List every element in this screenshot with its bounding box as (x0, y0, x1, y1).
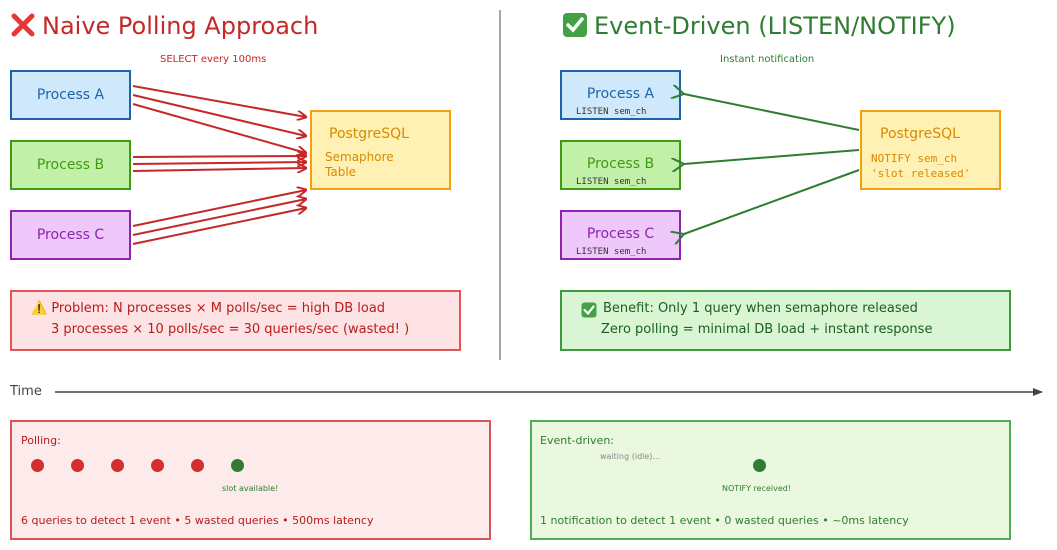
cross-icon (11, 13, 35, 37)
problem-note: ⚠️ Problem: N processes × M polls/sec = … (10, 290, 461, 351)
benefit-line-2: Zero polling = minimal DB load + instant… (601, 322, 933, 337)
polling-process-b: Process B (10, 140, 131, 190)
event-timeline: Event-driven: waiting (idle)... NOTIFY r… (530, 420, 1011, 540)
problem-line-2: 3 processes × 10 polls/sec = 30 queries/… (51, 322, 410, 337)
event-postgres-label: PostgreSQL (880, 126, 960, 142)
polling-timeline-heading: Polling: (21, 434, 61, 447)
polling-arrows (132, 85, 306, 245)
event-process-b-label: Process B (586, 156, 655, 172)
event-process-c-label: Process C (586, 226, 655, 242)
event-process-a: Process A LISTEN sem_ch (560, 70, 681, 120)
event-postgres-detail-2: 'slot released' (871, 167, 971, 180)
waiting-idle-label: waiting (idle)... (600, 452, 661, 461)
benefit-line-1: Benefit: Only 1 query when semaphore rel… (603, 301, 918, 316)
polling-process-c: Process C (10, 210, 131, 260)
problem-line-1: ⚠️ Problem: N processes × M polls/sec = … (31, 301, 386, 316)
event-process-c-listen: LISTEN sem_ch (576, 247, 647, 257)
time-label: Time (10, 384, 42, 399)
polling-process-a: Process A (10, 70, 131, 120)
event-title-text: Event-Driven (LISTEN/NOTIFY) (594, 12, 956, 40)
check-icon (581, 302, 597, 318)
event-summary: 1 notification to detect 1 event • 0 was… (540, 514, 909, 527)
polling-postgres-box: PostgreSQL Semaphore Table (310, 110, 451, 190)
event-postgres-box: PostgreSQL NOTIFY sem_ch 'slot released' (860, 110, 1001, 190)
polling-process-a-label: Process A (36, 87, 105, 103)
event-process-b-listen: LISTEN sem_ch (576, 177, 647, 187)
slot-available-caption: slot available! (222, 484, 279, 493)
notify-received-caption: NOTIFY received! (722, 484, 792, 493)
polling-timeline: Polling: slot available! 6 queries to de… (10, 420, 491, 540)
polling-title: Naive Polling Approach (10, 11, 318, 41)
notify-arrows (684, 94, 860, 234)
query-dot-wasted (31, 459, 44, 472)
check-icon (563, 13, 587, 37)
polling-process-b-label: Process B (36, 157, 105, 173)
polling-postgres-detail-2: Table (325, 165, 357, 179)
polling-summary: 6 queries to detect 1 event • 5 wasted q… (21, 514, 374, 527)
polling-process-c-label: Process C (36, 227, 105, 243)
query-dot-wasted (151, 459, 164, 472)
polling-postgres-detail-1: Semaphore (325, 150, 394, 164)
notify-dot (753, 459, 766, 472)
query-dot-wasted (71, 459, 84, 472)
event-postgres-detail-1: NOTIFY sem_ch (871, 152, 958, 165)
query-dot-wasted (191, 459, 204, 472)
query-dot-success (231, 459, 244, 472)
event-process-c: Process C LISTEN sem_ch (560, 210, 681, 260)
event-title: Event-Driven (LISTEN/NOTIFY) (562, 11, 956, 41)
event-subtitle: Instant notification (720, 54, 815, 65)
polling-postgres-label: PostgreSQL (329, 126, 409, 142)
query-dot-wasted (111, 459, 124, 472)
event-timeline-heading: Event-driven: (540, 434, 614, 447)
event-process-a-listen: LISTEN sem_ch (576, 107, 647, 117)
event-process-a-label: Process A (586, 86, 655, 102)
polling-title-text: Naive Polling Approach (42, 12, 319, 40)
polling-subtitle: SELECT every 100ms (160, 54, 267, 65)
event-process-b: Process B LISTEN sem_ch (560, 140, 681, 190)
benefit-note: Benefit: Only 1 query when semaphore rel… (560, 290, 1011, 351)
